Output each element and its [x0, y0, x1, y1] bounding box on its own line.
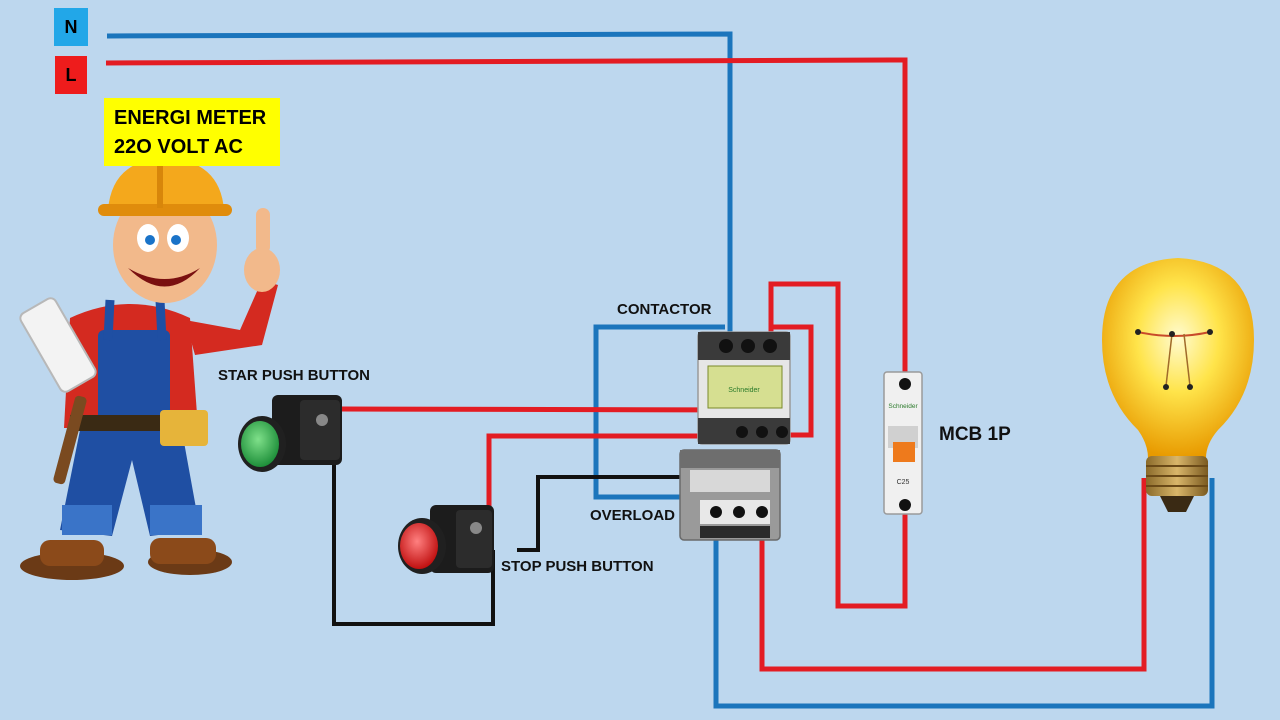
contactor-device: Schneider [697, 331, 791, 445]
neutral-main-wire [106, 31, 733, 332]
contactor-bridge-wire [770, 324, 814, 438]
light-bulb-icon [1102, 258, 1254, 512]
mcb-rating-text: C25 [897, 479, 910, 486]
red-button-cap[interactable] [400, 523, 438, 569]
stop-push-button[interactable] [398, 505, 494, 574]
energy-meter-line2: 22O VOLT AC [114, 136, 243, 158]
line-tag: L [55, 56, 87, 94]
start-push-button[interactable] [238, 395, 342, 472]
star-push-button-label: STAR PUSH BUTTON [218, 367, 370, 384]
mcb-device: Schneider C25 [883, 371, 923, 515]
green-button-cap[interactable] [241, 421, 279, 467]
neutral-tag: N [54, 8, 88, 46]
overload-label: OVERLOAD [590, 507, 676, 524]
start-to-stop-wire [332, 450, 495, 626]
contactor-label: CONTACTOR [617, 301, 712, 318]
lamp-line-wire [759, 478, 1147, 672]
mcb-out-wire [768, 281, 908, 609]
neutral-lamp-wire [713, 478, 1215, 709]
stop-button-red-wire [486, 433, 742, 510]
contactor-brand-text: Schneider [728, 387, 760, 394]
energy-meter-line1: ENERGI METER [114, 107, 267, 129]
line-main-wire [105, 57, 908, 380]
mcb-toggle[interactable] [893, 442, 915, 462]
stop-push-button-label: STOP PUSH BUTTON [501, 558, 654, 575]
overload-relay-device [679, 449, 781, 541]
mcb-brand-text: Schneider [888, 403, 918, 410]
energy-meter-label: ENERGI METER 22O VOLT AC [104, 98, 280, 166]
electrician-cartoon-icon [19, 158, 280, 580]
mcb-label: MCB 1P [939, 424, 1011, 445]
